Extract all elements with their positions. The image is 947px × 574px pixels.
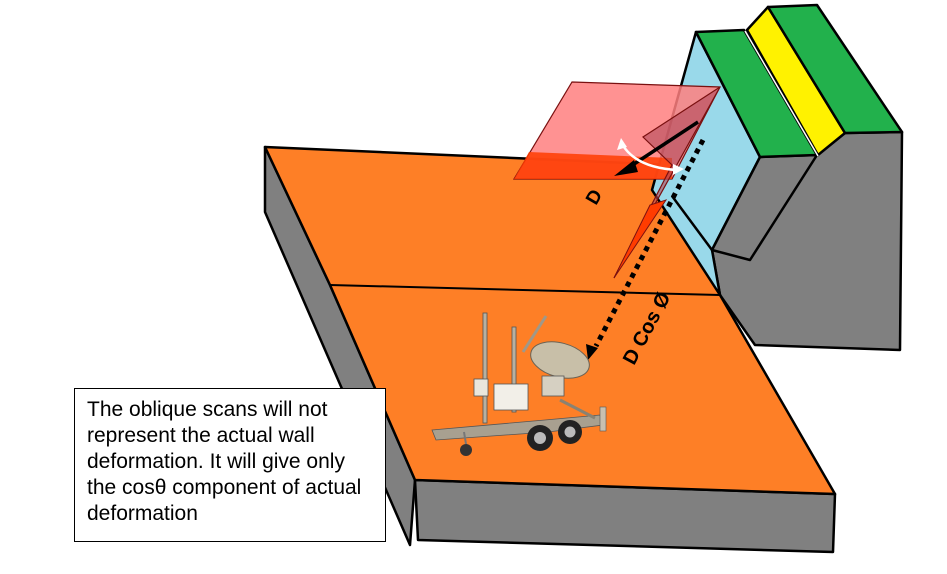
angle-arc-head-top (617, 138, 627, 150)
failure-plane-red-sliver (613, 199, 668, 279)
line-of-sight-arrowhead (586, 344, 598, 360)
note-text: The oblique scans will not represent the… (87, 398, 362, 525)
crest-gap (744, 30, 819, 157)
wedge-edge (670, 195, 714, 251)
note-box: The oblique scans will not represent the… (74, 388, 386, 542)
angle-arc-head-right (673, 164, 684, 175)
line-of-sight-dotted (593, 138, 706, 348)
displacement-arrowhead (614, 160, 638, 176)
upper-top-strip (766, 3, 904, 135)
angle-arc (620, 143, 679, 172)
radar-trailer (431, 312, 607, 456)
floor-divider (329, 284, 721, 296)
